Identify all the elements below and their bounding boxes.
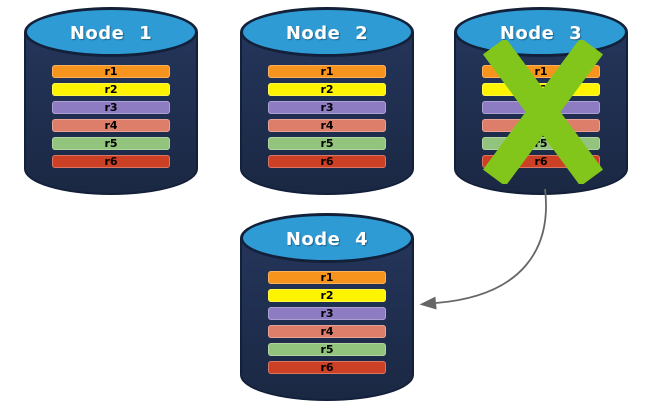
replica-row: r2 bbox=[268, 83, 386, 96]
cylinder-top: Node 1 bbox=[24, 7, 198, 57]
cylinder-top: Node 3 bbox=[454, 7, 628, 57]
node-4: Node 4 r1 r2 r3 r4 r5 r6 bbox=[240, 213, 414, 401]
replica-row: r5 bbox=[52, 137, 170, 150]
cylinder-top: Node 2 bbox=[240, 7, 414, 57]
replica-row: r3 bbox=[52, 101, 170, 114]
replica-row-label: r3 bbox=[320, 101, 334, 114]
replica-rows: r1 r2 r3 r4 r5 r6 bbox=[268, 65, 386, 173]
replica-row: r4 bbox=[268, 325, 386, 338]
node-title: Node 3 bbox=[499, 22, 583, 44]
replica-row-label: r5 bbox=[320, 343, 334, 356]
replica-row-label: r6 bbox=[534, 155, 548, 168]
replica-row: r5 bbox=[268, 343, 386, 356]
node-3: Node 3 r1 r2 r3 r4 r5 r6 bbox=[454, 7, 628, 195]
replica-row-label: r4 bbox=[104, 119, 118, 132]
replica-row: r4 bbox=[268, 119, 386, 132]
node-title: Node 2 bbox=[285, 22, 369, 44]
replica-row-label: r1 bbox=[320, 65, 334, 78]
replica-row: r6 bbox=[268, 155, 386, 168]
replica-row-label: r4 bbox=[320, 119, 334, 132]
replica-rows: r1 r2 r3 r4 r5 r6 bbox=[52, 65, 170, 173]
replica-row: r2 bbox=[268, 289, 386, 302]
node-title: Node 4 bbox=[285, 228, 369, 250]
replica-row-label: r6 bbox=[320, 155, 334, 168]
cylinder-top: Node 4 bbox=[240, 213, 414, 263]
replica-row: r6 bbox=[268, 361, 386, 374]
replica-row: r1 bbox=[268, 271, 386, 284]
replica-row-label: r4 bbox=[320, 325, 334, 338]
replica-row-label: r5 bbox=[104, 137, 118, 150]
replica-row: r4 bbox=[52, 119, 170, 132]
replica-row-label: r6 bbox=[104, 155, 118, 168]
node-2: Node 2 r1 r2 r3 r4 r5 r6 bbox=[240, 7, 414, 195]
replica-row: r1 bbox=[268, 65, 386, 78]
replica-row-label: r1 bbox=[534, 65, 548, 78]
replica-row: r5 bbox=[268, 137, 386, 150]
replica-row-label: r1 bbox=[104, 65, 118, 78]
node-1: Node 1 r1 r2 r3 r4 r5 r6 bbox=[24, 7, 198, 195]
replica-row-label: r5 bbox=[320, 137, 334, 150]
replica-rows: r1 r2 r3 r4 r5 r6 bbox=[268, 271, 386, 379]
replica-row: r1 bbox=[52, 65, 170, 78]
replica-row: r3 bbox=[268, 101, 386, 114]
node-title: Node 1 bbox=[69, 22, 153, 44]
replica-row-label: r2 bbox=[320, 289, 334, 302]
replica-row-label: r3 bbox=[320, 307, 334, 320]
failure-x-icon bbox=[482, 40, 604, 184]
replica-row-label: r2 bbox=[104, 83, 118, 96]
replica-row-label: r2 bbox=[320, 83, 334, 96]
replica-row-label: r3 bbox=[104, 101, 118, 114]
replica-row-label: r6 bbox=[320, 361, 334, 374]
replica-row-label: r1 bbox=[320, 271, 334, 284]
replica-row: r2 bbox=[52, 83, 170, 96]
replica-row: r6 bbox=[52, 155, 170, 168]
replica-row: r3 bbox=[268, 307, 386, 320]
